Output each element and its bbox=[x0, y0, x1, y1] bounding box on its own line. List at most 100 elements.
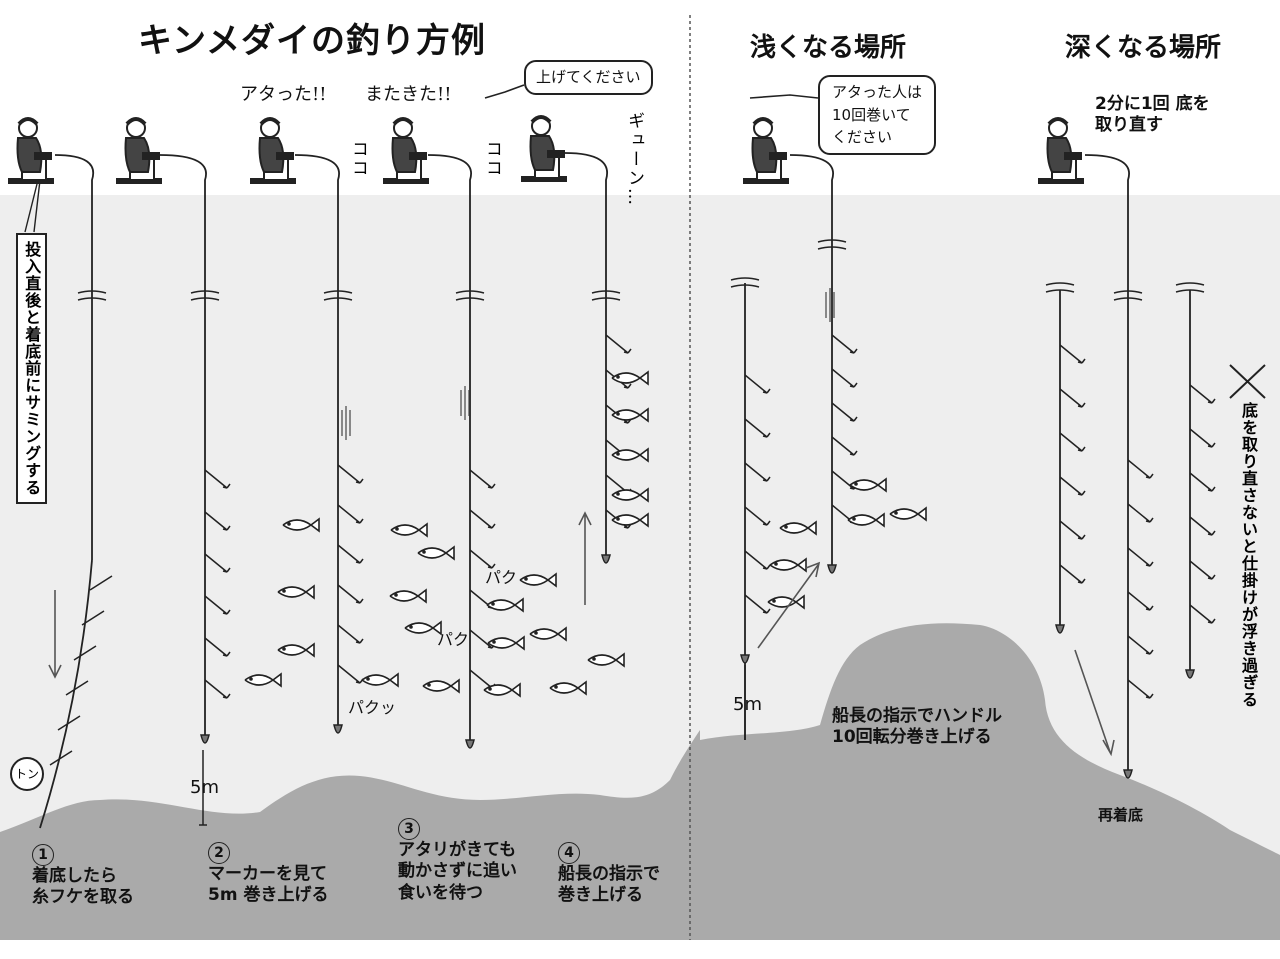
fish-1 bbox=[282, 517, 320, 533]
shallow-a-branch-3 bbox=[744, 462, 768, 482]
shallow-a-branch-1 bbox=[744, 374, 768, 394]
bubble-raise-tail bbox=[484, 84, 525, 99]
step-3-number: 3 bbox=[398, 818, 420, 840]
fish-27 bbox=[847, 512, 885, 528]
depth-dimension-left bbox=[199, 750, 207, 826]
bubble-hit-line3: ください bbox=[832, 128, 893, 146]
deep-c-hook-1 bbox=[1207, 398, 1216, 404]
depth-5m-left: 5m bbox=[190, 777, 219, 798]
fish-4 bbox=[244, 672, 282, 688]
fish-25 bbox=[767, 594, 805, 610]
deep-c-branch-4 bbox=[1189, 516, 1213, 536]
fish-eye-8 bbox=[409, 625, 413, 629]
rig3-branch-6 bbox=[337, 664, 361, 684]
rig2-hook-1 bbox=[222, 483, 231, 489]
shallow-b-hook-1 bbox=[849, 348, 858, 354]
bubble-hit-tail bbox=[749, 94, 819, 99]
fish-23 bbox=[779, 520, 817, 536]
shallow-a-hook-2 bbox=[762, 432, 771, 438]
deep-c-branch-1 bbox=[1189, 384, 1213, 404]
deep-a-branch-4 bbox=[1059, 476, 1083, 496]
rig3-hook-5 bbox=[355, 638, 364, 644]
fish-eye-2 bbox=[282, 589, 286, 593]
rebottom-arrow bbox=[1074, 649, 1115, 757]
rig2-branch-3 bbox=[204, 553, 228, 573]
fish-eye-15 bbox=[488, 687, 492, 691]
line-5 bbox=[564, 152, 608, 560]
deep-a-branch-5 bbox=[1059, 520, 1083, 540]
rig2-hook-4 bbox=[222, 609, 231, 615]
rig1-branch-3 bbox=[73, 645, 97, 661]
step-2-line2: 5m 巻き上げる bbox=[208, 885, 329, 906]
step-1-line2: 糸フケを取る bbox=[32, 887, 134, 908]
rig4-hook-3 bbox=[487, 563, 496, 569]
deep-b-branch-5 bbox=[1127, 635, 1151, 655]
thumbing-note: 投入直後と着底前にサミングする bbox=[16, 233, 48, 504]
deep-c-hook-3 bbox=[1207, 486, 1216, 492]
rig2-hook-6 bbox=[222, 693, 231, 699]
shallow-a-hook-5 bbox=[762, 564, 771, 570]
fish-eye-26 bbox=[854, 482, 858, 486]
line-break-2 bbox=[190, 290, 220, 301]
fish-8 bbox=[404, 620, 442, 636]
fish-eye-21 bbox=[616, 492, 620, 496]
subtitle-shallow: 浅くなる場所 bbox=[750, 33, 907, 63]
deep-c-hook-5 bbox=[1207, 574, 1216, 580]
shallow-b-branch-4 bbox=[831, 436, 855, 456]
fish-eye-17 bbox=[554, 685, 558, 689]
step-1-caption: 1 着底したら 糸フケを取る bbox=[32, 844, 134, 909]
captain-instruction: 船長の指示でハンドル 10回転分巻き上げる bbox=[832, 706, 1002, 749]
rig1-branch-6 bbox=[49, 750, 73, 766]
fish-eye-9 bbox=[366, 677, 370, 681]
bubble-hit-line1: アタった人は bbox=[832, 83, 923, 101]
vibration-3 bbox=[825, 288, 835, 322]
line-4 bbox=[427, 154, 472, 745]
step-4-number: 4 bbox=[558, 842, 580, 864]
fish-10 bbox=[422, 678, 460, 694]
depth-5m-right: 5m bbox=[733, 694, 762, 715]
sinker-4 bbox=[601, 554, 611, 564]
deep-b-branch-3 bbox=[1127, 547, 1151, 567]
fish-16 bbox=[587, 652, 625, 668]
rig3-hook-2 bbox=[355, 518, 364, 524]
rig5-hook-1 bbox=[623, 348, 632, 354]
rig1-line-to-bottom bbox=[39, 559, 93, 829]
step-3-line1: アタリがきても bbox=[398, 840, 517, 860]
fish-17 bbox=[549, 680, 587, 696]
fish-26 bbox=[849, 477, 887, 493]
fish-eye-4 bbox=[249, 677, 253, 681]
sinker-2 bbox=[333, 724, 343, 734]
fish-eye-16 bbox=[592, 657, 596, 661]
fish-eye-6 bbox=[422, 550, 426, 554]
deep-b-hook-4 bbox=[1145, 605, 1154, 611]
fish-eye-14 bbox=[492, 640, 496, 644]
rig2-branch-1 bbox=[204, 469, 228, 489]
fish-eye-19 bbox=[616, 412, 620, 416]
shallow-lift-arrow bbox=[757, 561, 821, 649]
deep-b-hook-5 bbox=[1145, 649, 1154, 655]
deep-c-branch-6 bbox=[1189, 604, 1213, 624]
captain-line2: 10回転分巻き上げる bbox=[832, 727, 992, 748]
sinker-6 bbox=[827, 564, 837, 574]
line-break-5 bbox=[591, 290, 621, 301]
line-2 bbox=[159, 154, 207, 740]
deep-b-hook-6 bbox=[1145, 693, 1154, 699]
deep-b-hook-1 bbox=[1145, 473, 1154, 479]
step-4-line1: 船長の指示で bbox=[558, 864, 660, 884]
rig3-branch-1 bbox=[337, 464, 361, 484]
step-2-number: 2 bbox=[208, 842, 230, 864]
shout-hit2: またきた!! bbox=[365, 84, 452, 105]
rig2-branch-2 bbox=[204, 511, 228, 531]
deep-b-branch-6 bbox=[1127, 679, 1151, 699]
angler-4 bbox=[383, 117, 429, 184]
rig4-branch-2 bbox=[469, 509, 493, 529]
step-2-caption: 2 マーカーを見て 5m 巻き上げる bbox=[208, 842, 328, 907]
shallow-a-branch-5 bbox=[744, 550, 768, 570]
knock-bubble: トン bbox=[10, 757, 44, 791]
fish-19 bbox=[611, 407, 649, 423]
rig3-hook-4 bbox=[355, 598, 364, 604]
step-1-number: 1 bbox=[32, 844, 54, 866]
shallow-break bbox=[730, 277, 760, 288]
deep-a-branch-6 bbox=[1059, 564, 1083, 584]
deep-a-hook-4 bbox=[1077, 490, 1086, 496]
